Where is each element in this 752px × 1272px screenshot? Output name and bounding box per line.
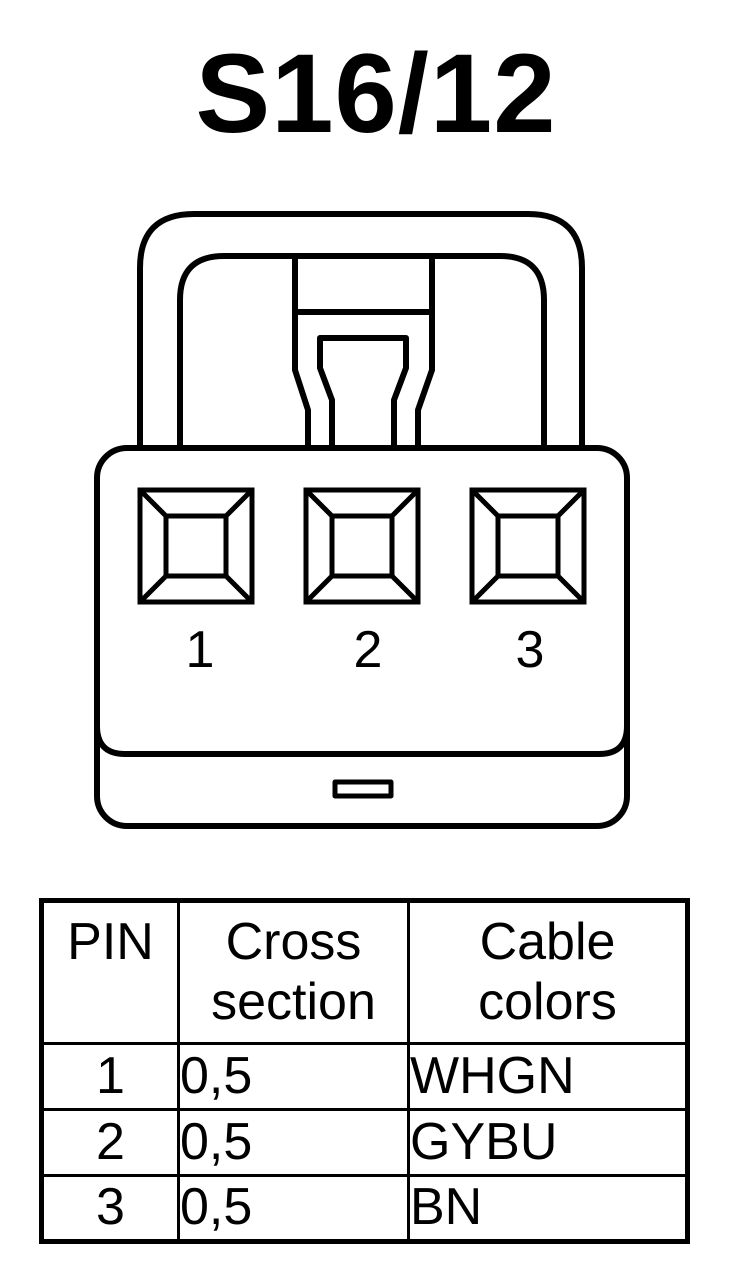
pin-table: PIN Cross section Cable colors 1 0,5 WHG… (39, 898, 690, 1244)
cable-color-cell: GYBU (407, 1108, 689, 1177)
table-header-row: PIN Cross section Cable colors (40, 899, 689, 1045)
latch-tab-inner (317, 335, 409, 450)
cross-section-cell: 0,5 (177, 1174, 410, 1243)
latch-tab-outer (292, 256, 435, 450)
pin-label-2: 2 (354, 621, 383, 679)
connector-slot (332, 779, 394, 799)
latch-inner (177, 253, 547, 450)
cross-section-cell: 0,5 (177, 1108, 410, 1177)
connector-title: S16/12 (195, 31, 557, 156)
header-cross-section: Cross section (177, 899, 410, 1045)
pin-cavity-1 (137, 487, 255, 605)
pin-label-3: 3 (516, 621, 545, 679)
connector-lower-step (94, 725, 630, 757)
pin-label-1: 1 (186, 621, 215, 679)
table-row: 2 0,5 GYBU (40, 1108, 689, 1177)
table-row: 3 0,5 BN (40, 1174, 689, 1243)
pin-cell: 1 (40, 1042, 180, 1111)
pin-cavity-3 (469, 487, 587, 605)
cable-color-cell: BN (407, 1174, 689, 1243)
connector-diagram: 1 2 3 (94, 211, 630, 829)
latch-outer (137, 211, 585, 450)
header-pin: PIN (40, 899, 180, 1045)
pin-cavity-2 (303, 487, 421, 605)
cross-section-cell: 0,5 (177, 1042, 410, 1111)
pin-cell: 3 (40, 1174, 180, 1243)
table-row: 1 0,5 WHGN (40, 1042, 689, 1111)
header-cable-colors: Cable colors (407, 899, 689, 1045)
cable-color-cell: WHGN (407, 1042, 689, 1111)
pin-cell: 2 (40, 1108, 180, 1177)
connector-body (94, 445, 630, 829)
